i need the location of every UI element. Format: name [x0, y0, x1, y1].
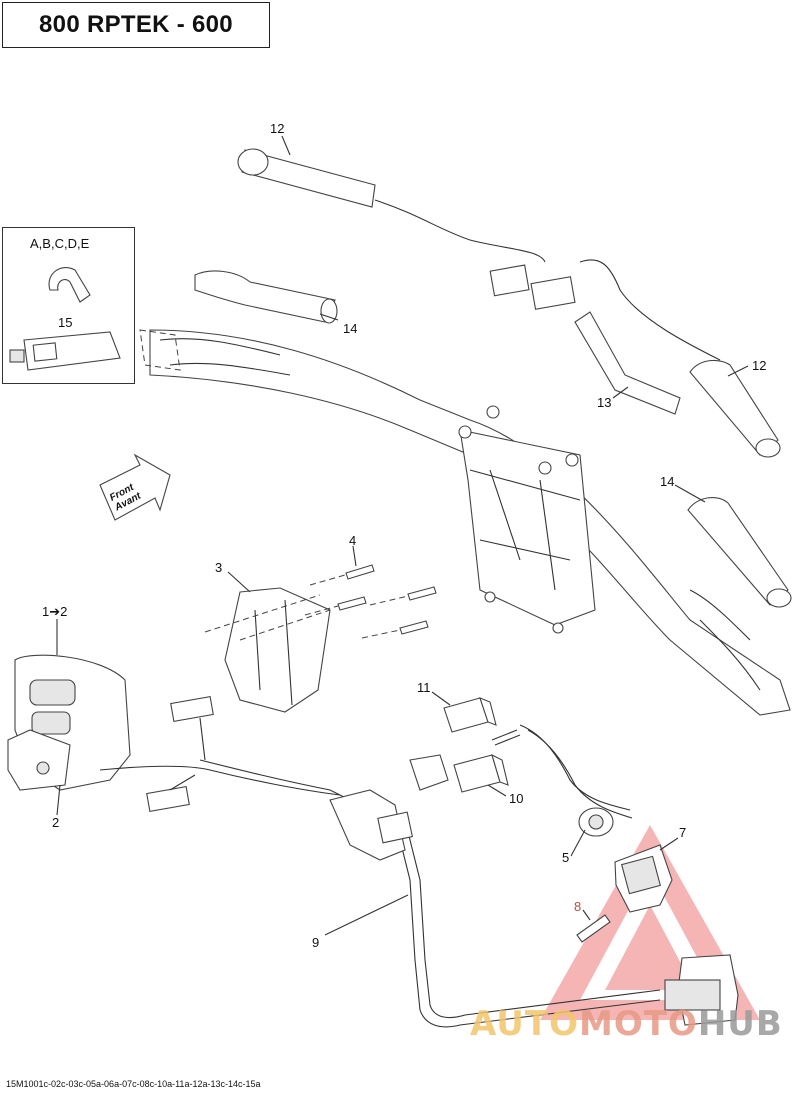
kit-label-clip: A,B,C,D,E	[30, 236, 90, 251]
callout-12-top: 12	[270, 121, 285, 136]
callout-11: 11	[417, 680, 431, 695]
heated-grip-right	[689, 359, 781, 458]
connector-10	[453, 729, 521, 793]
handlebar	[139, 329, 791, 716]
riser	[458, 405, 596, 634]
callout-9: 9	[312, 935, 320, 950]
leader-lines	[56, 135, 749, 936]
kit-box	[2, 227, 135, 384]
callout-14-top: 14	[343, 321, 358, 336]
callout-2: 2	[52, 815, 60, 830]
watermark-logo: AUTOMOTOHUB	[470, 1004, 783, 1044]
grip-sleeve-right	[687, 497, 792, 608]
callout-12-right: 12	[752, 358, 767, 373]
diagram-reference-code: 15M1001c-02c-03c-05a-06a-07c-08c-10a-11a…	[6, 1079, 261, 1089]
connector-11	[443, 697, 497, 733]
callout-4: 4	[349, 533, 357, 548]
tube-right	[574, 311, 681, 415]
watermark-part2: MOTO	[578, 1004, 698, 1044]
heated-grip-left	[237, 148, 721, 361]
wiring-harness	[99, 696, 661, 1028]
kit-label-tube: 15	[58, 315, 73, 330]
switch-module	[7, 654, 131, 791]
page-title: 800 RPTEK - 600	[2, 2, 270, 48]
callout-7: 7	[679, 825, 687, 840]
watermark-part3: HUB	[697, 1004, 783, 1044]
callout-13: 13	[597, 395, 612, 410]
kit-tube	[9, 331, 121, 371]
watermark-part1: AUTO	[470, 1004, 579, 1044]
front-arrow	[99, 453, 171, 521]
control-box	[664, 954, 739, 1026]
screws	[304, 564, 437, 639]
callout-3: 3	[215, 560, 223, 575]
callout-1-2: 1➔2	[42, 604, 68, 619]
switch-housing	[204, 587, 331, 713]
kit-clip	[48, 267, 91, 303]
callout-10: 10	[509, 791, 524, 806]
callout-8: 8	[574, 899, 582, 914]
pin-8	[576, 914, 611, 943]
knob-5	[578, 807, 614, 837]
callout-5: 5	[562, 850, 570, 865]
callout-14-right: 14	[660, 474, 675, 489]
module-7	[614, 844, 673, 913]
grip-sleeve-left	[194, 270, 338, 324]
